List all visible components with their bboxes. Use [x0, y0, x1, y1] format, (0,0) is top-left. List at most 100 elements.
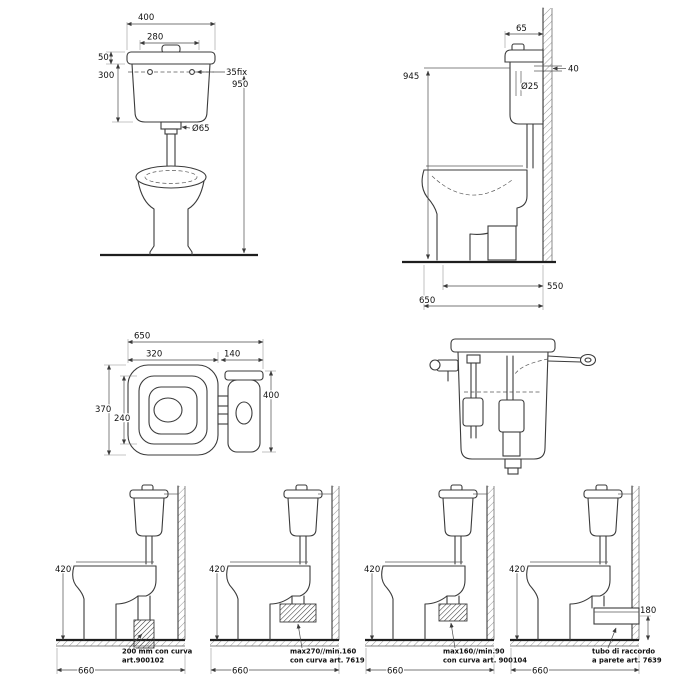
flush-valve-seat — [502, 431, 521, 457]
cistern-lid — [129, 489, 169, 499]
option-note-line2: art.900102 — [122, 657, 164, 665]
option-note-line1: 200 mm con curva — [122, 648, 193, 656]
cistern-lever-hole — [235, 401, 253, 425]
cistern-body — [131, 63, 211, 123]
bowl-rear — [137, 565, 157, 597]
install-option-2: 420 660 max270//min.160 con curva art. 7… — [208, 484, 366, 678]
plan-dimensions: 650 320 140 370 240 400 — [94, 330, 281, 456]
flush-valve-nut — [160, 121, 182, 130]
dim-label-300: 300 — [98, 71, 114, 81]
bowl-rear — [291, 565, 311, 597]
note-leader — [607, 627, 617, 649]
dim-label-660: 660 — [232, 667, 248, 677]
dim-label-945: 945 — [403, 72, 419, 82]
dim-label-140: 140 — [224, 350, 240, 360]
adjustable-bend — [438, 603, 468, 622]
pedestal-rear — [115, 595, 139, 641]
cistern-body — [133, 497, 165, 537]
cistern-lid-profile — [224, 370, 264, 381]
dim-label-660: 660 — [387, 667, 403, 677]
cistern-body — [442, 497, 474, 537]
cistern-body — [287, 497, 319, 537]
dim-label-420: 420 — [509, 565, 525, 575]
wall-section — [543, 8, 552, 262]
side-view: 65 40 Ø25 945 550 650 — [402, 7, 580, 310]
bowl-rear — [591, 565, 611, 597]
bowl-interior — [431, 175, 513, 196]
option-note-line2: a parete art. 7639 — [592, 657, 662, 665]
pedestal-rear — [569, 595, 593, 641]
dim-label-280: 280 — [147, 33, 163, 43]
dim-label-400: 400 — [263, 391, 279, 401]
cistern-lid — [504, 49, 544, 63]
option-note-line2: con curva art. 7619 — [290, 657, 365, 665]
dim-label-240: 240 — [114, 414, 130, 424]
dim-label-dia65: Ø65 — [192, 123, 210, 134]
dim-label-950: 950 — [232, 80, 248, 90]
dim-label-660: 660 — [532, 667, 548, 677]
seat-hinge — [217, 395, 229, 407]
seat-hinge — [217, 413, 229, 425]
dim-label-40: 40 — [568, 65, 579, 75]
dim-label-180: 180 — [640, 606, 656, 616]
lever-linkage — [514, 358, 549, 375]
lid — [450, 338, 556, 353]
install-option-3: 420 660 max160//min.90 con curva art. 90… — [363, 484, 528, 678]
pedestal-rear — [424, 595, 448, 641]
floor-section — [365, 640, 494, 646]
wall-connection-pipe — [593, 607, 640, 625]
option-note-line1: max160//min.90 — [443, 648, 505, 656]
float — [462, 397, 484, 427]
cistern-detail-view — [429, 338, 597, 475]
floor-section — [56, 640, 185, 646]
wall-section — [332, 486, 339, 640]
note-leader — [128, 633, 143, 649]
floor-section — [510, 640, 639, 646]
dim-label-420: 420 — [364, 565, 380, 575]
note-leader — [296, 623, 303, 649]
cistern-lid — [126, 51, 216, 65]
dim-label-50: 50 — [98, 53, 109, 63]
side-dimensions: 65 40 Ø25 945 550 650 — [402, 23, 580, 310]
dim-label-420: 420 — [55, 565, 71, 575]
flush-valve — [498, 399, 525, 433]
front-view: 400 280 50 300 35fix 950 Ø65 — [97, 12, 258, 257]
cistern-body — [509, 61, 544, 125]
dim-label-400: 400 — [138, 13, 154, 23]
option-note-line1: tubo di raccordo — [592, 648, 655, 656]
dim-label-dia25: Ø25 — [521, 81, 539, 92]
dim-label-650: 650 — [419, 296, 435, 306]
dim-label-650: 650 — [134, 332, 150, 342]
bowl-rim — [135, 165, 207, 189]
wall-section — [632, 486, 639, 640]
option-note-line2: con curva art. 900104 — [443, 657, 527, 665]
bowl-rear — [516, 169, 528, 227]
inlet-valve-wheel — [429, 359, 441, 371]
cistern-body — [587, 497, 619, 537]
fixing-hole — [147, 69, 153, 75]
cistern-lid — [283, 489, 323, 499]
install-option-1: 420 660 200 mm con curva art.900102 — [54, 484, 194, 678]
bowl-front — [72, 565, 85, 641]
pedestal — [137, 180, 205, 256]
floor-section — [210, 640, 339, 646]
dim-label-320: 320 — [146, 350, 162, 360]
bowl-front — [381, 565, 394, 641]
dim-label-660: 660 — [78, 667, 94, 677]
dim-label-420: 420 — [209, 565, 225, 575]
outlet-spud — [504, 458, 522, 469]
install-option-4: 420 180 660 tubo di raccordo a parete ar… — [508, 484, 663, 678]
adjustable-bend — [279, 603, 317, 623]
bowl-rim-inner — [144, 170, 198, 184]
wall-section — [487, 486, 494, 640]
flush-valve-nut — [164, 128, 178, 135]
option-note-line1: max270//min.160 — [290, 648, 356, 656]
bowl-front — [526, 565, 539, 641]
floor-bend — [133, 619, 155, 649]
cistern-lid — [583, 489, 623, 499]
flush-lever-arm — [547, 355, 582, 359]
bowl-rear — [446, 565, 466, 597]
bowl-front — [226, 565, 239, 641]
